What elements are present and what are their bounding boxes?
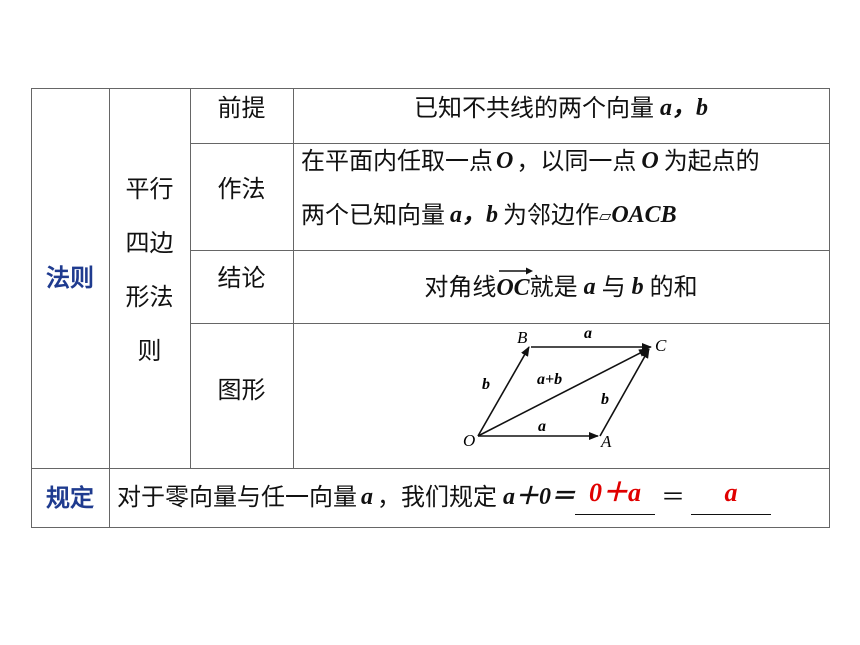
parallelogram-rule-label: 平行 四边 形法 则 bbox=[109, 160, 190, 380]
rule-label: 规定 bbox=[46, 482, 94, 512]
premise-label: 前提 bbox=[217, 94, 266, 123]
parallelogram-symbol-icon: ▱ bbox=[599, 205, 612, 225]
premise-text: 已知不共线的两个向量 a，b bbox=[414, 94, 708, 123]
law-label: 法则 bbox=[46, 263, 94, 293]
rule-label-line: 四边 bbox=[125, 229, 174, 257]
blank-answer-2[interactable]: a bbox=[691, 478, 771, 515]
rule-label-line: 平行 bbox=[125, 175, 174, 203]
edge-label-top-a: a bbox=[584, 325, 592, 342]
parallelogram-figure: O A B C a a b b a+b bbox=[463, 325, 667, 451]
rule-table bbox=[31, 88, 830, 528]
rule-label-line: 形法 bbox=[125, 283, 174, 311]
vector-arrow-icon bbox=[499, 267, 534, 275]
vector-ac bbox=[599, 348, 650, 437]
edge-label-left-b: b bbox=[482, 376, 490, 393]
edge-label-right-b: b bbox=[601, 391, 609, 408]
vector-ob bbox=[477, 346, 530, 437]
method-label: 作法 bbox=[217, 175, 266, 204]
blank-answer-1[interactable]: 0＋a bbox=[575, 478, 655, 515]
point-b-label: B bbox=[517, 328, 528, 347]
point-c-label: C bbox=[655, 336, 667, 355]
point-a-label: A bbox=[600, 432, 612, 451]
point-o-label: O bbox=[463, 431, 475, 450]
diagonal-label: a+b bbox=[537, 371, 562, 388]
conclusion-text: 对角线 OC 就是 a 与 b 的和 bbox=[293, 262, 829, 314]
rule-label-line: 则 bbox=[137, 337, 162, 365]
edge-label-bottom-a: a bbox=[538, 418, 546, 435]
figure-label: 图形 bbox=[217, 375, 266, 404]
conclusion-label: 结论 bbox=[217, 264, 266, 293]
vector-oc: OC bbox=[496, 267, 534, 304]
vector-oc-diagonal bbox=[477, 348, 649, 437]
